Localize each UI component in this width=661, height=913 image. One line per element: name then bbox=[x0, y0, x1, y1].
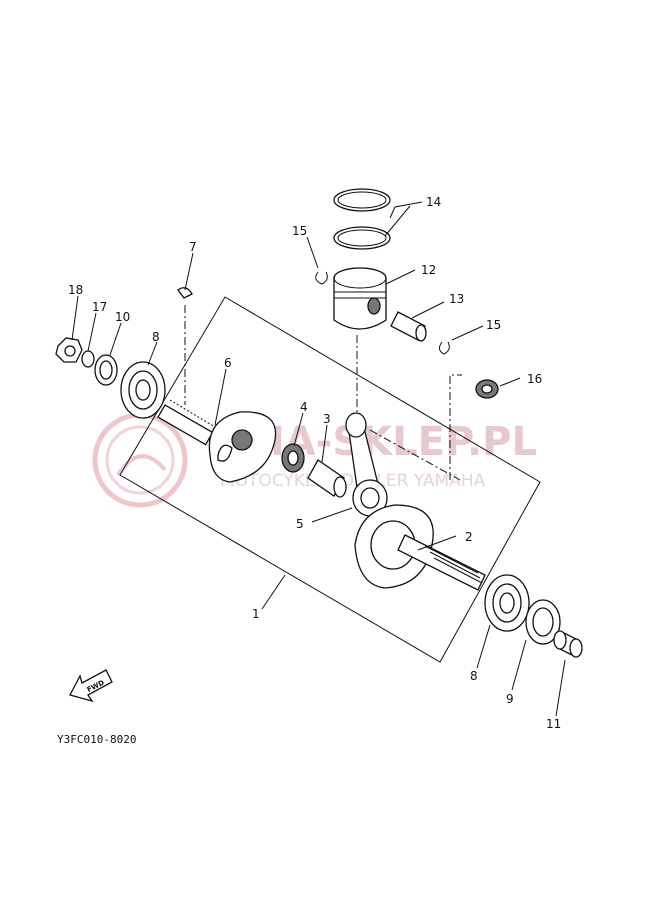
callout-14: 14 bbox=[426, 195, 441, 209]
callout-16: 16 bbox=[527, 372, 542, 386]
diagram-code: Y3FC010-8020 bbox=[57, 733, 136, 746]
callouts: 1 2 3 4 5 6 7 8 8 9 10 11 12 13 14 15 15… bbox=[68, 195, 561, 731]
callout-10: 10 bbox=[115, 310, 130, 324]
callout-15-left: 15 bbox=[292, 224, 307, 238]
washer-part-17 bbox=[81, 350, 95, 368]
callout-1: 1 bbox=[252, 607, 260, 621]
needle-bearing-part-4 bbox=[281, 443, 305, 473]
piston-rings-part-14 bbox=[333, 188, 391, 250]
callout-17: 17 bbox=[92, 300, 107, 314]
callout-2: 2 bbox=[465, 530, 473, 544]
callout-6: 6 bbox=[224, 356, 232, 370]
callout-8-left: 8 bbox=[152, 330, 160, 344]
bearing-part-8-right bbox=[484, 574, 530, 632]
needle-bearing-part-16 bbox=[475, 379, 499, 399]
callout-11: 11 bbox=[546, 717, 561, 731]
callout-12: 12 bbox=[421, 263, 436, 277]
callout-13: 13 bbox=[449, 292, 464, 306]
piston-pin-part-13 bbox=[390, 311, 427, 342]
callout-8-right: 8 bbox=[470, 669, 478, 683]
crankshaft-assembly-outline bbox=[119, 296, 541, 663]
collar-part-11 bbox=[553, 630, 583, 658]
fwd-arrow-icon: FWD bbox=[69, 669, 113, 703]
circlip-part-15-left bbox=[315, 271, 328, 285]
connecting-rod-part-5 bbox=[345, 412, 388, 517]
callout-9: 9 bbox=[506, 692, 514, 706]
callout-15-right: 15 bbox=[486, 318, 501, 332]
oil-seal-part-9 bbox=[525, 599, 561, 645]
watermark-subtitle: MOTOCYKLE I DEALER YAMAHA bbox=[220, 471, 486, 491]
watermark: MA-SKLEP.PL MOTOCYKLE I DEALER YAMAHA bbox=[92, 412, 537, 508]
circlip-part-15-right bbox=[438, 341, 450, 355]
callout-7: 7 bbox=[189, 240, 197, 254]
crank-right-part-2 bbox=[354, 504, 486, 591]
crank-pin-part-3 bbox=[307, 459, 347, 498]
callout-3: 3 bbox=[323, 412, 331, 426]
callout-4: 4 bbox=[300, 400, 308, 414]
center-lines bbox=[184, 305, 462, 481]
piston-part-12 bbox=[333, 267, 387, 330]
leader-lines bbox=[71, 201, 566, 717]
crank-left-part-6 bbox=[157, 399, 277, 483]
callout-5: 5 bbox=[296, 517, 304, 531]
key-part-7 bbox=[177, 287, 193, 299]
bearing-part-8-left bbox=[120, 361, 166, 419]
callout-18: 18 bbox=[68, 283, 83, 297]
nut-part-18 bbox=[55, 337, 83, 363]
oil-seal-part-10 bbox=[94, 354, 118, 386]
